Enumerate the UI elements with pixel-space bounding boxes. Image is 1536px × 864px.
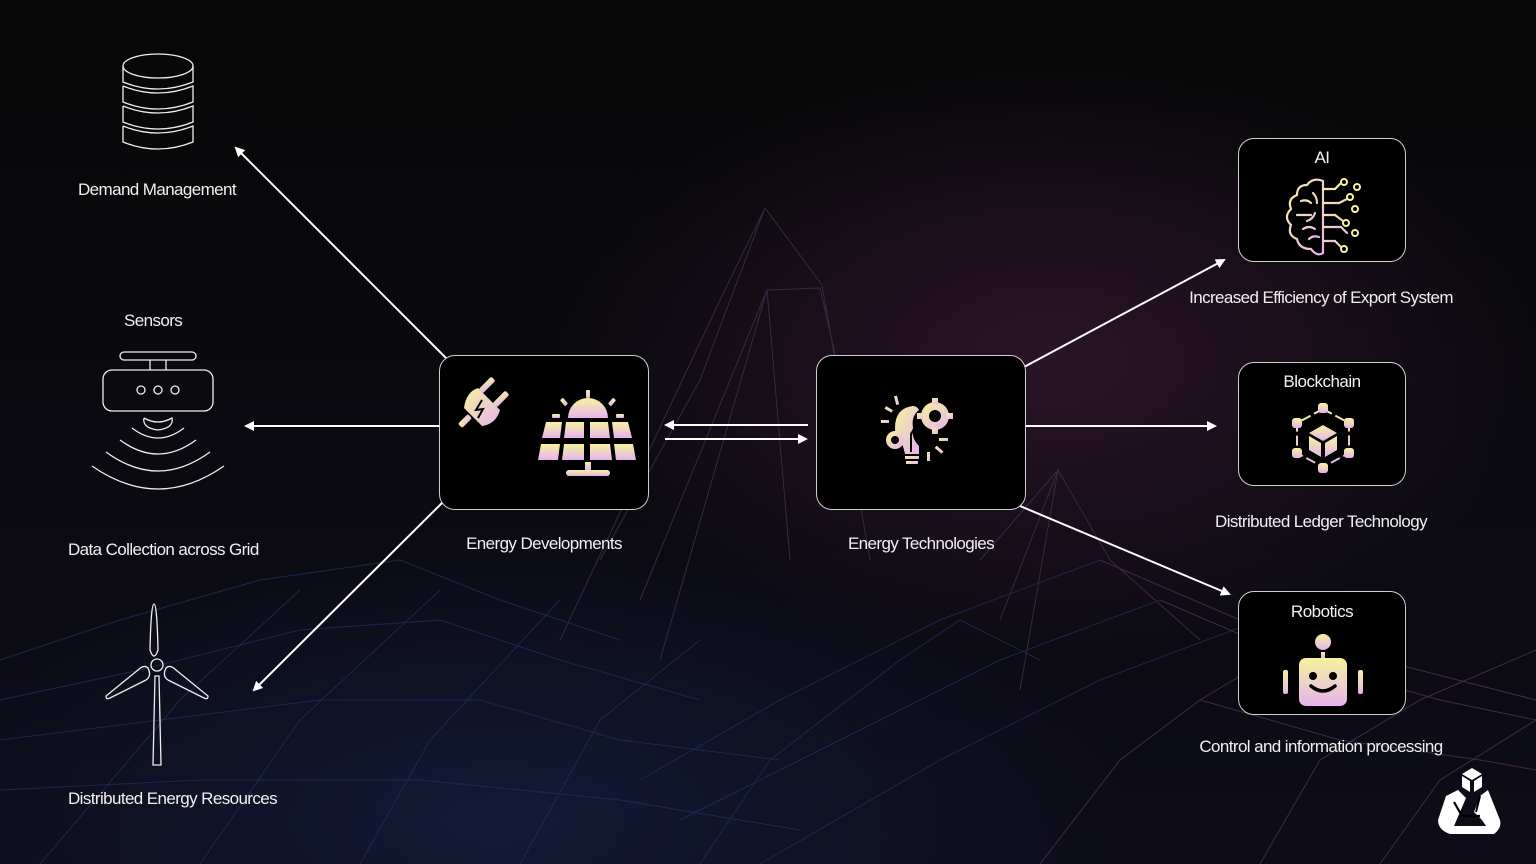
energy-technologies-box[interactable] (816, 355, 1026, 510)
energy-developments-box[interactable] (439, 355, 649, 510)
arrow-to-distributed-energy (252, 501, 444, 692)
robotics-title: Robotics (1290, 602, 1354, 621)
brand-logo-icon (1438, 768, 1501, 834)
database-icon (122, 53, 194, 150)
blockchain-title: Blockchain (1283, 372, 1361, 391)
blockchain-cube-icon (1292, 403, 1354, 473)
arrow-to-demand-management (234, 146, 447, 359)
robotics-label: Control and information processing (1199, 737, 1443, 756)
data-collection-label: Data Collection across Grid (68, 540, 259, 559)
blockchain-label: Distributed Ledger Technology (1215, 512, 1428, 531)
demand-management-label: Demand Management (78, 180, 237, 199)
sensor-icon (91, 351, 225, 490)
energy-technologies-label: Energy Technologies (847, 534, 995, 553)
solar-panel-icon (538, 390, 636, 476)
energy-developments-label: Energy Developments (466, 534, 622, 553)
arrow-to-robotics (1019, 505, 1231, 596)
sensors-title: Sensors (124, 311, 183, 330)
wind-turbine-icon (105, 603, 209, 766)
blockchain-box[interactable]: Blockchain (1238, 362, 1406, 486)
distributed-energy-label: Distributed Energy Resources (68, 789, 278, 808)
lightbulb-gears-icon (881, 395, 953, 464)
plug-icon (458, 377, 509, 428)
ai-label: Increased Efficiency of Export System (1189, 288, 1453, 307)
robot-icon (1283, 634, 1363, 706)
ai-box[interactable]: AI (1238, 138, 1406, 262)
arrow-to-ai (1023, 259, 1226, 368)
brain-circuit-icon (1285, 178, 1361, 256)
robotics-box[interactable]: Robotics (1238, 591, 1406, 715)
ai-title: AI (1314, 148, 1330, 167)
